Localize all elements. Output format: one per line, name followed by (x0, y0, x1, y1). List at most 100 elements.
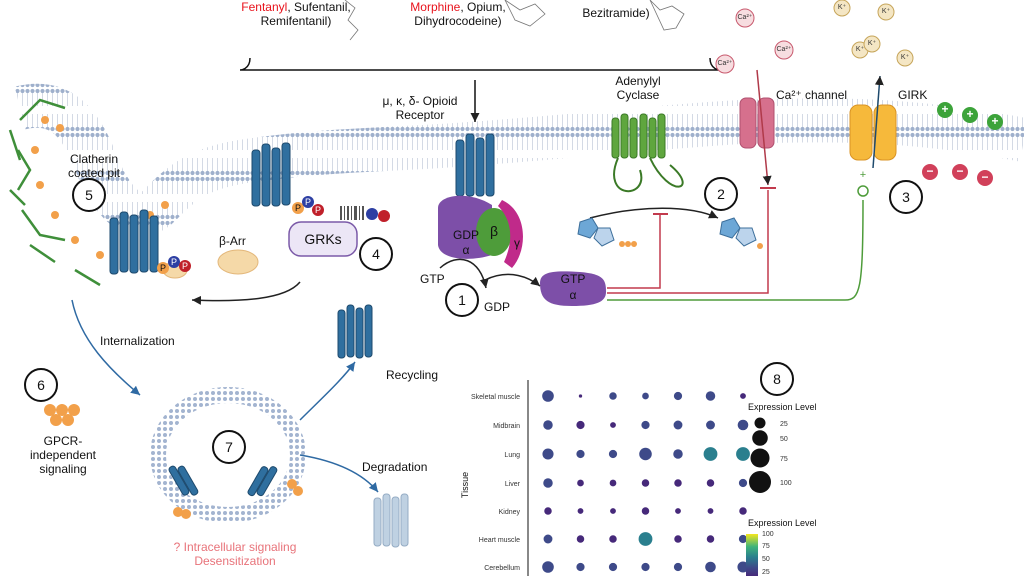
step-5-badge: 5 (72, 178, 106, 212)
expression-dot-r6-c1 (576, 562, 585, 572)
tissue-label-2: Lung (504, 452, 520, 459)
drug-group-3-line2: Bezitramide) (582, 6, 650, 20)
expression-dot-r0-c2 (609, 392, 617, 400)
size-legend-label-75: 75 (780, 456, 788, 463)
expression-dot-r1-c3 (641, 420, 650, 430)
camp-molecule (719, 217, 763, 249)
color-legend-title: Expression Level (748, 518, 817, 528)
drug-group-1-line3: Remifentanil) (260, 14, 332, 28)
expression-dot-r5-c6 (738, 534, 748, 544)
receptor-degradation (373, 493, 409, 548)
step-6-badge: 6 (24, 368, 58, 402)
ion-ca-1: Ca²⁺ (737, 14, 753, 21)
cell-membrane (14, 83, 1024, 236)
expression-dot-r4-c2 (610, 508, 616, 514)
expression-dot-r6-c5 (705, 561, 716, 573)
gdp-complex-label: GDP (452, 228, 479, 242)
step-3-badge: 3 (889, 180, 923, 214)
phosphate-group (157, 196, 390, 274)
size-legend: 25 50 75 100 (749, 417, 792, 493)
ion-ca-3: Ca²⁺ (717, 60, 733, 67)
color-legend-label-75: 75 (762, 543, 770, 550)
color-legend-label-25: 25 (762, 569, 770, 576)
expression-dot-r2-c1 (576, 449, 585, 459)
g-alpha-gtp-label: GTP (560, 272, 586, 286)
expression-dot-r5-c3 (638, 532, 653, 546)
drug-group-1: Fentanyl, Sufentanil, Remifentanil) (236, 0, 356, 28)
expression-dot-r4-c5 (707, 508, 714, 514)
expression-dot-r4-c0 (544, 507, 552, 515)
receptor-opioid (455, 133, 495, 197)
expression-dot-r5-c5 (706, 535, 715, 543)
ion-k-1: K⁺ (837, 4, 847, 11)
drug-group-2-line2: Dihydrocodeine) (414, 14, 502, 28)
plus-2: + (966, 107, 974, 121)
step-1-badge: 1 (445, 283, 479, 317)
expression-dot-r0-c5 (705, 391, 716, 401)
ion-k-3: K⁺ (855, 46, 865, 53)
morphine-label: Morphine (410, 0, 461, 14)
atp-molecule (577, 217, 637, 247)
dotplot-ylabel: Tissue (460, 471, 471, 499)
expression-dot-r1-c4 (673, 420, 683, 430)
grks-box (288, 221, 358, 257)
color-scale-bar (746, 534, 758, 576)
internalization-label: Internalization (100, 334, 175, 348)
step-2-badge: 2 (704, 177, 738, 211)
size-legend-label-50: 50 (780, 436, 788, 443)
expression-dot-r4-c1 (577, 508, 584, 514)
drug-group-2-rest: , Opium, (460, 0, 506, 14)
expression-dot-r0-c3 (642, 392, 649, 400)
expression-dot-r1-c2 (610, 422, 616, 428)
size-legend-label-100: 100 (780, 480, 792, 487)
ions (715, 0, 914, 74)
minus-2: − (956, 164, 964, 178)
drug-structure-sketches (344, 0, 685, 41)
expression-dot-r4-c6 (739, 507, 747, 515)
receptor-tail-barcode (340, 206, 364, 220)
expression-dot-r3-c2 (609, 479, 617, 487)
size-legend-label-25: 25 (780, 421, 788, 428)
expression-dot-r3-c6 (738, 478, 748, 488)
girk-plus: + (859, 169, 867, 181)
expression-dot-r1-c1 (576, 420, 585, 430)
ca-channel-label: Ca²⁺ channel (776, 88, 848, 102)
g-protein-complex (438, 195, 523, 268)
ion-k-5: K⁺ (900, 54, 910, 61)
g-alpha-gtp (540, 271, 606, 306)
phos-p-6: P (181, 261, 188, 271)
gpcr-independent-phosphates (44, 404, 80, 426)
endosome (150, 387, 306, 523)
expression-dot-r6-c6 (737, 561, 749, 573)
tissue-label-6: Cerebellum (484, 565, 520, 572)
gamma-label: γ (514, 236, 520, 250)
gtp-label: GTP (420, 272, 445, 286)
alpha-complex-label: α (462, 243, 470, 257)
expression-dot-r2-c3 (639, 447, 652, 461)
calcium-channel (739, 69, 775, 186)
drug-group-2: Morphine, Opium, Dihydrocodeine) (398, 0, 518, 28)
expression-dot-r4-c3 (641, 507, 650, 515)
expression-dot-r5-c0 (543, 534, 553, 544)
expression-dot-r0-c1 (578, 394, 583, 398)
minus-1: − (926, 164, 934, 178)
phos-p-1: P (294, 203, 301, 213)
expression-dot-plot: Skeletal muscleMidbrainLungLiverKidneyHe… (471, 380, 750, 576)
receptor-label: μ, κ, δ- Opioid Receptor (382, 94, 458, 122)
expression-dot-r3-c3 (641, 479, 650, 487)
size-legend-dot-50 (752, 430, 768, 446)
size-legend-dot-100 (749, 471, 771, 493)
gdp-label: GDP (484, 300, 511, 314)
expression-dot-r5-c1 (576, 535, 585, 543)
phos-p-4: P (159, 263, 166, 273)
clatherin-label: Clatherin coated pit (67, 152, 121, 180)
phos-p-2: P (304, 197, 311, 207)
step-4-badge: 4 (359, 237, 393, 271)
drug-group-1-rest: , Sufentanil, (287, 0, 351, 14)
size-legend-title: Expression Level (748, 402, 817, 412)
girk-channel (849, 75, 897, 169)
ion-k-2: K⁺ (881, 8, 891, 15)
tissue-label-3: Liver (505, 481, 521, 488)
receptor-grk (251, 142, 291, 207)
